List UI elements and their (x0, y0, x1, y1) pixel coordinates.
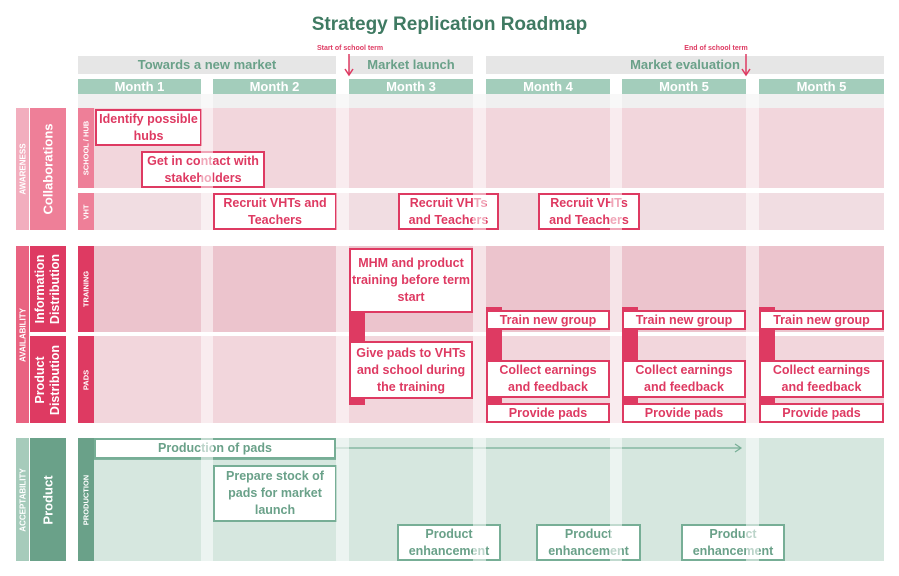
month-4-header: Month 4 (486, 79, 610, 94)
awareness-section: AWARENESS (16, 108, 29, 230)
month-3-header: Month 3 (349, 79, 473, 94)
product-category: Product (30, 438, 66, 561)
start-of-term-arrow-icon (344, 54, 354, 77)
month-divider (746, 94, 759, 561)
task-collect-earnings-month6: Collect earnings and feedback (759, 360, 884, 398)
task-prepare-stock: Prepare stock of pads for market launch (213, 465, 337, 522)
task-train-new-group-month6: Train new group (759, 310, 884, 330)
month-6-header: Month 5 (759, 79, 884, 94)
task-give-pads: Give pads to VHTs and school during the … (349, 341, 473, 399)
month-1-header: Month 1 (78, 79, 201, 94)
month-divider (336, 94, 349, 561)
task-provide-pads-month4: Provide pads (486, 403, 610, 423)
vht-sublane-label: VHT (78, 193, 94, 230)
task-collect-earnings-month4: Collect earnings and feedback (486, 360, 610, 398)
task-product-enhancement-3: Product enhancement (681, 524, 785, 561)
availability-section: AVAILABILITY (16, 246, 29, 423)
task-train-new-group-month5: Train new group (622, 310, 746, 330)
collaborations-category: Collaborations (30, 108, 66, 230)
production-arrow-icon (336, 443, 743, 453)
pads-sublane-label: PADS (78, 336, 94, 423)
task-provide-pads-month5: Provide pads (622, 403, 746, 423)
task-provide-pads-month6: Provide pads (759, 403, 884, 423)
task-train-new-group-month4: Train new group (486, 310, 610, 330)
month-divider (201, 94, 213, 561)
month-divider (610, 94, 622, 561)
task-product-enhancement-2: Product enhancement (536, 524, 641, 561)
month-2-header: Month 2 (213, 79, 336, 94)
training-sublane-label: TRAINING (78, 246, 94, 332)
phase-market-evaluation: Market evaluation (486, 56, 884, 74)
task-identify-hubs: Identify possible hubs (95, 109, 202, 146)
end-of-term-arrow-icon (741, 54, 751, 77)
start-of-term-label: Start of school term (316, 45, 384, 52)
task-recruit-month2: Recruit VHTs and Teachers (213, 193, 337, 230)
task-recruit-month4: Recruit VHTs and Teachers (538, 193, 640, 230)
phase-market-launch: Market launch (349, 56, 473, 74)
task-production-of-pads: Production of pads (94, 438, 336, 459)
page-title: Strategy Replication Roadmap (311, 14, 588, 35)
task-mhm-training: MHM and product training before term sta… (349, 248, 473, 313)
task-collect-earnings-month5: Collect earnings and feedback (622, 360, 746, 398)
school-hub-sublane-label: SCHOOL / HUB (78, 108, 94, 188)
production-sublane-label: PRODUCTION (78, 438, 94, 561)
phase-towards-new-market: Towards a new market (78, 56, 336, 74)
month-5-header: Month 5 (622, 79, 746, 94)
month-divider (473, 94, 486, 561)
end-of-term-label: End of school term (684, 45, 748, 52)
acceptability-section: ACCEPTABILITY (16, 438, 29, 561)
